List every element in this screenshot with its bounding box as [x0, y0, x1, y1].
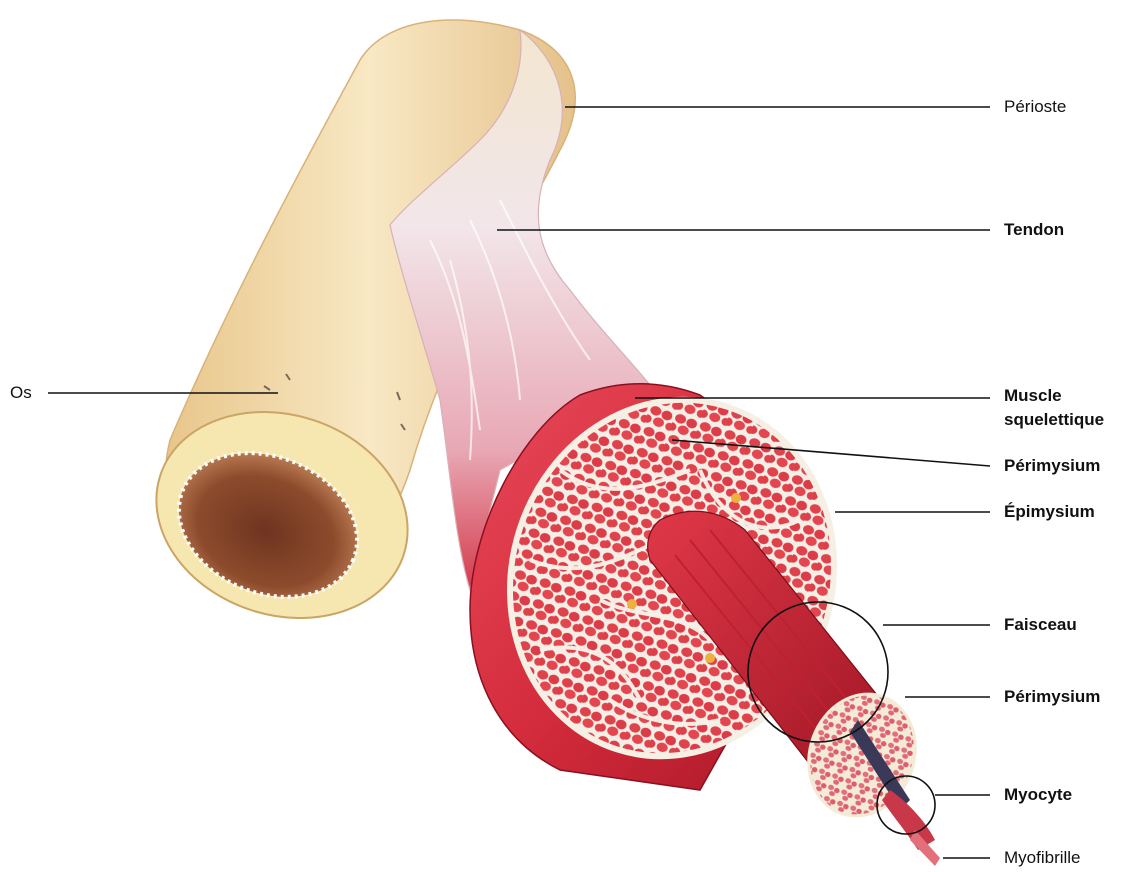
label-perimysium-bottom: Périmysium	[1004, 687, 1100, 707]
label-muscle-line2: squelettique	[1004, 410, 1104, 430]
label-myocyte: Myocyte	[1004, 785, 1072, 805]
label-tendon: Tendon	[1004, 220, 1064, 240]
label-myofibrille: Myofibrille	[1004, 848, 1081, 868]
label-muscle-line1: Muscle	[1004, 386, 1062, 406]
label-perioste: Périoste	[1004, 97, 1066, 117]
label-epimysium: Épimysium	[1004, 502, 1095, 522]
label-perimysium-top: Périmysium	[1004, 456, 1100, 476]
label-os: Os	[10, 383, 32, 403]
label-faisceau: Faisceau	[1004, 615, 1077, 635]
